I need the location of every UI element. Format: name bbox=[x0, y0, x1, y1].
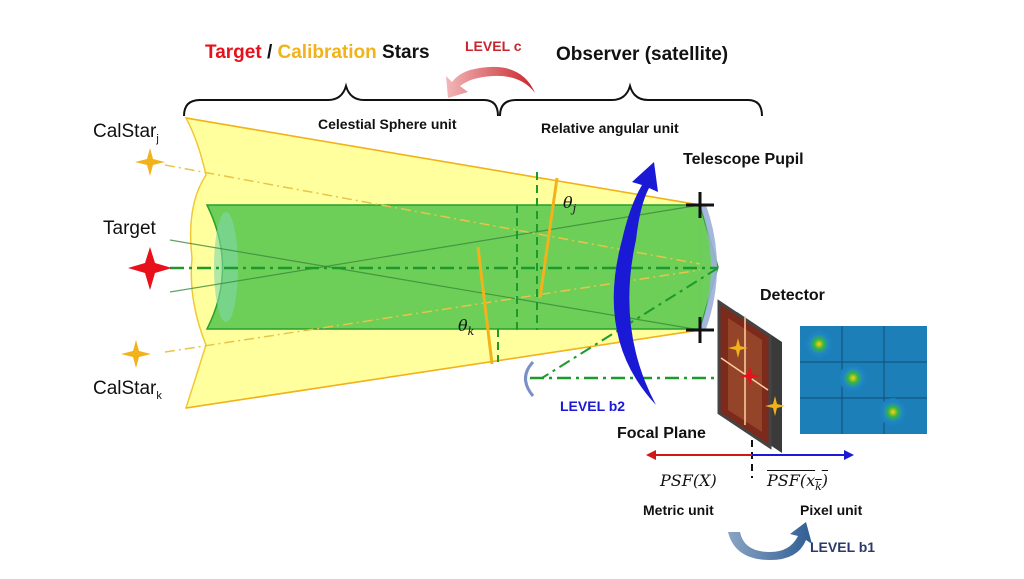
detector-target-spot bbox=[740, 366, 760, 386]
psf-pixel-text: PSF(x bbox=[767, 471, 816, 490]
calstar-j-icon bbox=[135, 148, 165, 176]
level-b1-arrow bbox=[728, 522, 812, 560]
detector-axis-h bbox=[720, 357, 769, 391]
pupil-marker-top bbox=[686, 192, 714, 218]
relative-unit-label: Relative angular unit bbox=[541, 120, 679, 136]
psf-pixel-label: PSF(xk) bbox=[767, 471, 828, 493]
level-c-arrow bbox=[446, 66, 535, 98]
calstar-j-beam-upper bbox=[185, 117, 701, 206]
target-star-icon bbox=[128, 247, 172, 290]
calstar-j-sub: j bbox=[156, 132, 159, 145]
header-title: Target / Calibration Stars bbox=[205, 42, 430, 64]
psf-metric-label: PSF(X) bbox=[660, 471, 717, 490]
psf-pixel-close: ) bbox=[821, 471, 829, 490]
pixel-arrowhead bbox=[844, 450, 854, 460]
psf-pixel-sub: k bbox=[815, 480, 822, 494]
calstar-k-icon bbox=[121, 340, 151, 368]
theta-k-sub: k bbox=[467, 325, 475, 339]
psf-spot-target bbox=[839, 364, 867, 392]
detector-calstar-k-spot bbox=[765, 396, 785, 416]
theta-j-label: θj bbox=[563, 193, 576, 215]
calstar-k-beam-cross bbox=[169, 239, 701, 331]
calstar-j-label: CalStarj bbox=[93, 121, 159, 145]
calstar-k-label: CalStark bbox=[93, 378, 162, 402]
level-b2-label: LEVEL b2 bbox=[560, 398, 626, 414]
level-b1-label: LEVEL b1 bbox=[810, 539, 876, 555]
calstar-j-text: CalStar bbox=[93, 121, 157, 142]
calstar-j-beam-cross bbox=[169, 204, 701, 293]
metric-unit-label: Metric unit bbox=[643, 502, 714, 518]
pixel-unit-label: Pixel unit bbox=[800, 502, 863, 518]
target-label: Target bbox=[103, 218, 156, 239]
theta-k-label: θk bbox=[458, 316, 474, 338]
detector-label: Detector bbox=[760, 287, 825, 304]
observer-label: Observer (satellite) bbox=[556, 44, 729, 65]
calstar-k-sub: k bbox=[156, 389, 162, 402]
detector-calstar-j-spot bbox=[728, 338, 748, 358]
focal-mirror bbox=[524, 360, 535, 397]
telescope-pupil-label: Telescope Pupil bbox=[683, 151, 804, 168]
slash: / bbox=[261, 42, 278, 63]
celestial-unit-label: Celestial Sphere unit bbox=[318, 116, 457, 132]
psf-spot-k bbox=[879, 398, 907, 426]
theta-k-bar bbox=[476, 246, 494, 365]
psf-spot-j bbox=[805, 330, 833, 358]
level-b2-arrow bbox=[613, 162, 658, 405]
metric-arrowhead bbox=[646, 450, 656, 460]
relative-brace bbox=[499, 82, 763, 117]
calibration-word: Calibration bbox=[277, 42, 377, 63]
theta-j-text: θ bbox=[563, 193, 573, 212]
theta-j-sub: j bbox=[572, 202, 577, 216]
stars-word: Stars bbox=[376, 42, 430, 63]
celestial-brace bbox=[183, 82, 499, 117]
focal-plane-label: Focal Plane bbox=[617, 425, 706, 442]
target-word: Target bbox=[205, 42, 262, 63]
calstar-k-text: CalStar bbox=[93, 378, 157, 399]
calstar-k-beam-lower bbox=[185, 329, 701, 409]
level-c-label: LEVEL c bbox=[465, 38, 522, 54]
theta-k-text: θ bbox=[458, 316, 468, 335]
theta-j-bar bbox=[538, 177, 559, 299]
pupil-marker-bottom bbox=[686, 317, 714, 343]
pupil-lens bbox=[700, 205, 717, 329]
